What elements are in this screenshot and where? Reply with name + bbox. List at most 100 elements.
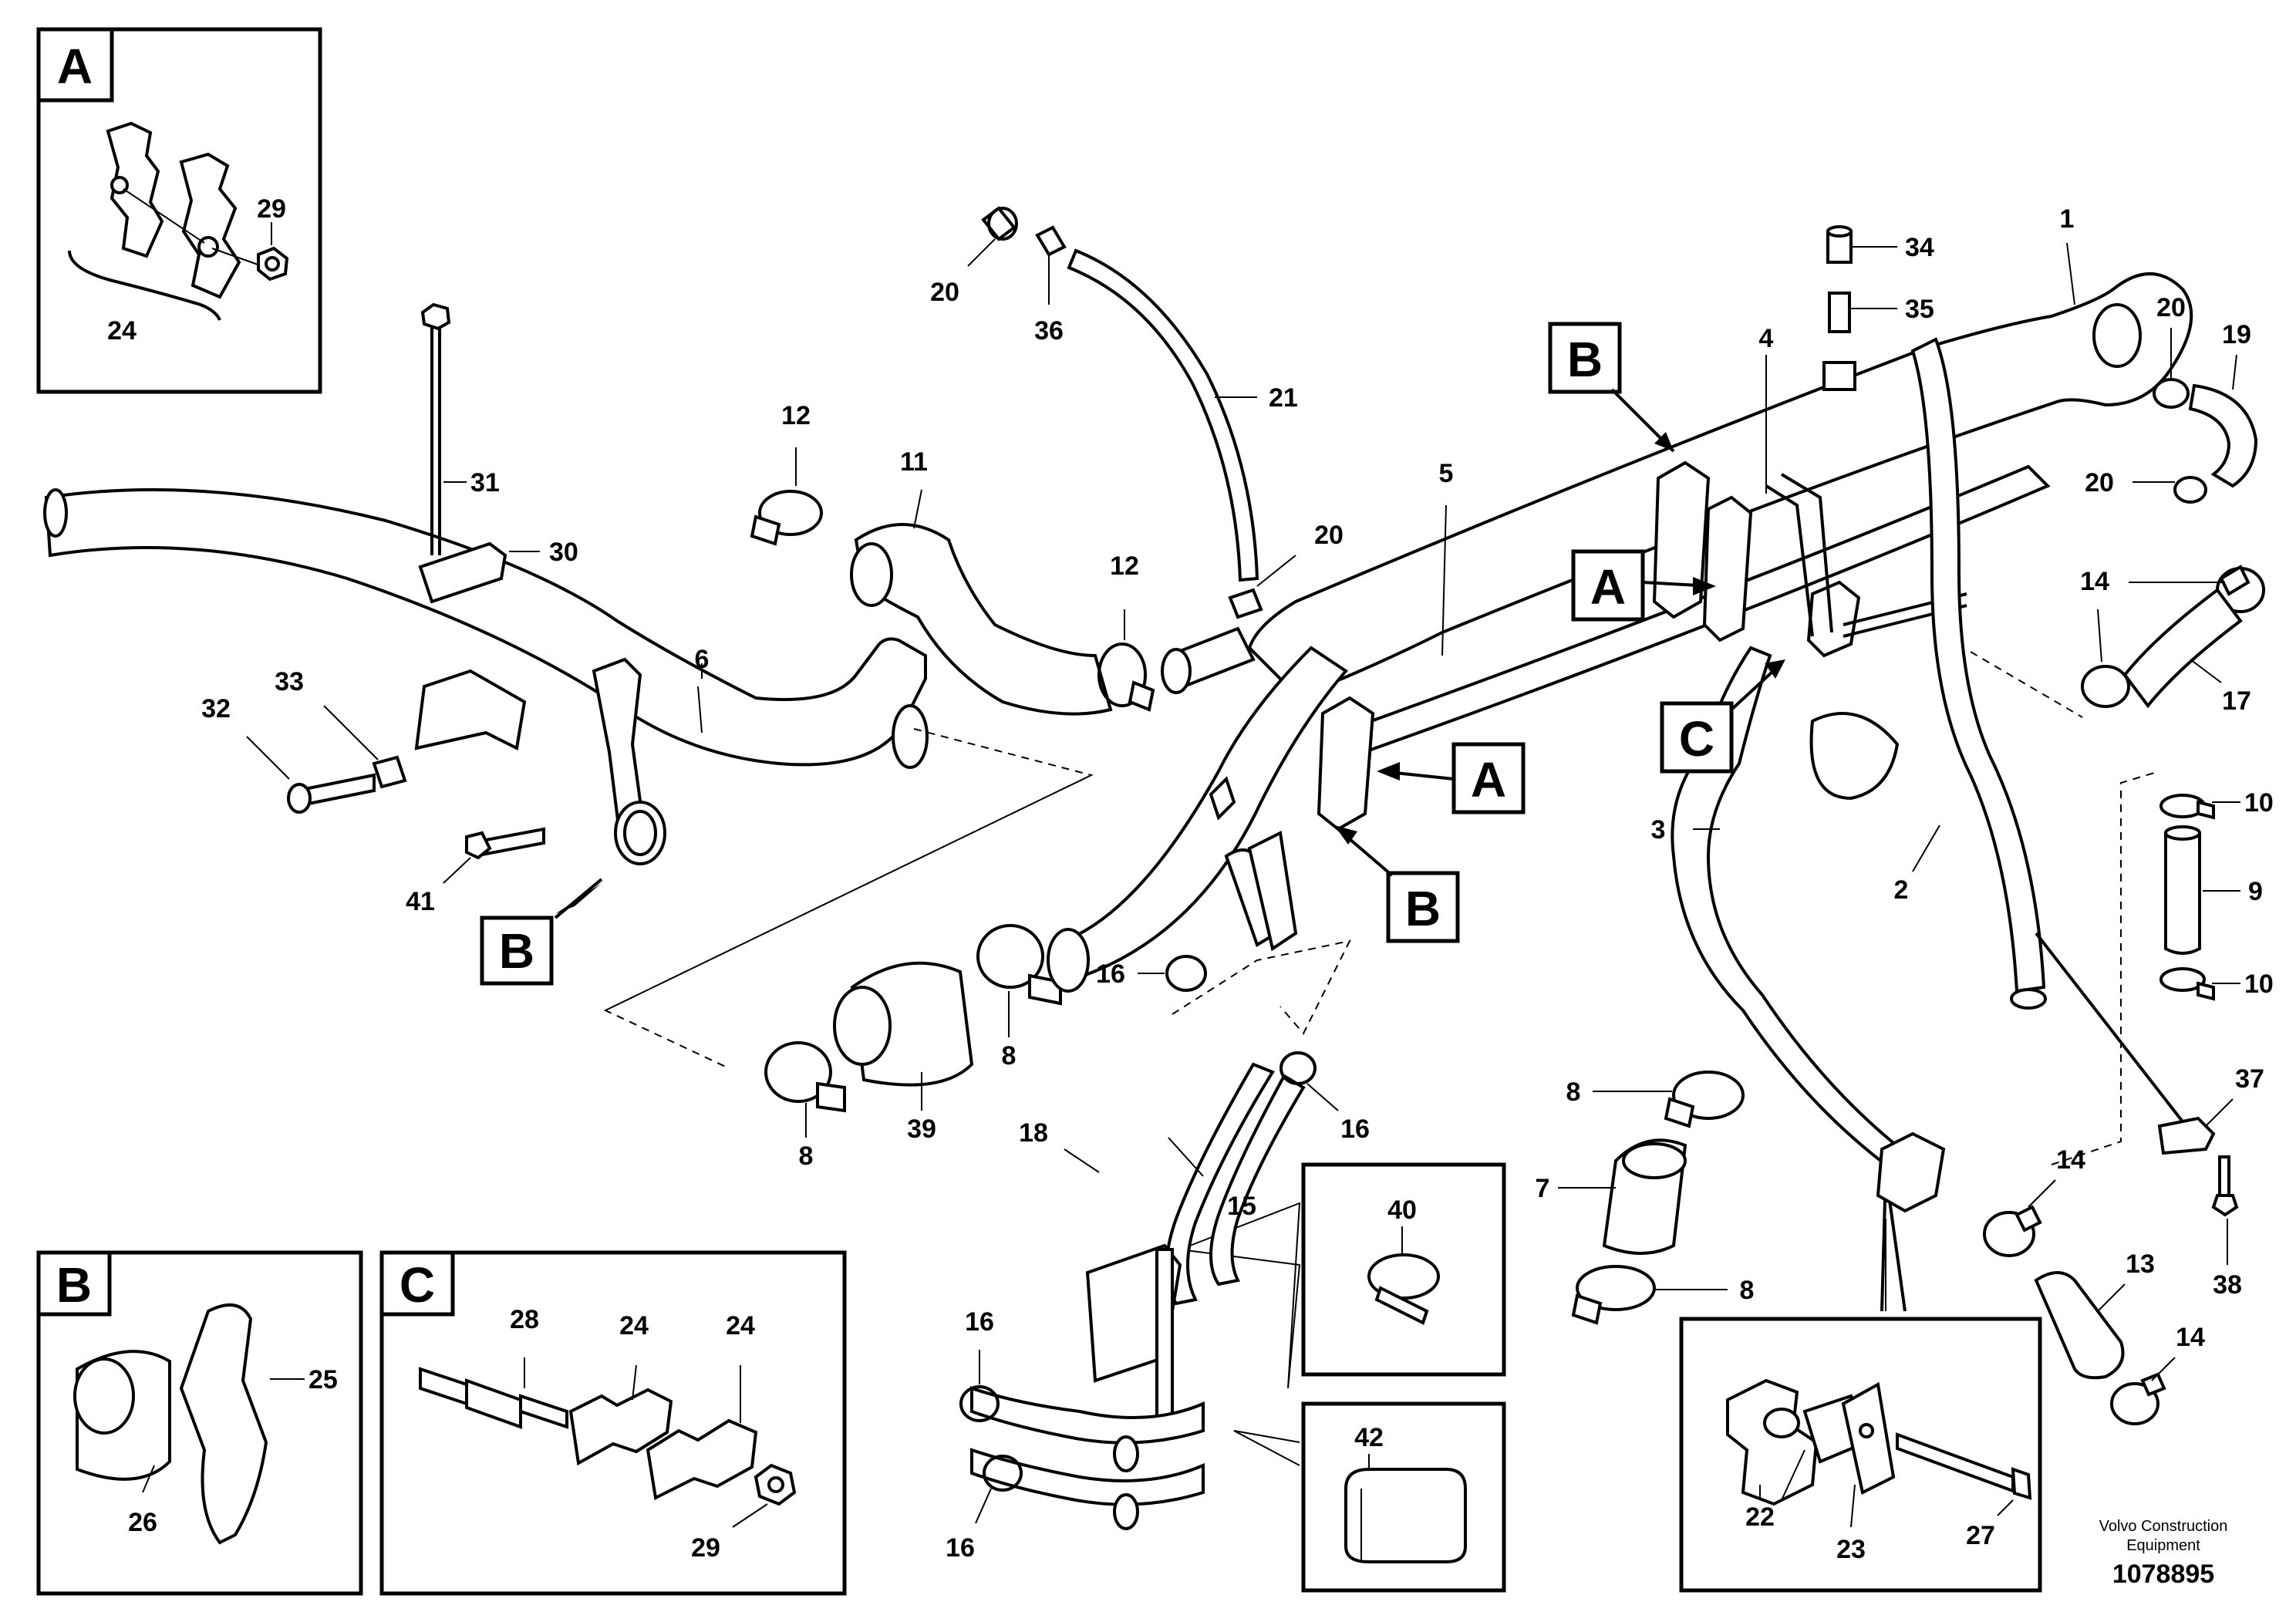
- hose-11-group: 12 11 12: [750, 401, 1256, 716]
- hose-lower-a-end: [1113, 1435, 1139, 1472]
- label-5: 5: [1439, 459, 1454, 488]
- leader: [1997, 1499, 2014, 1516]
- callout-b-left-line: [554, 878, 603, 919]
- callout-b-top-arrow: [1654, 432, 1674, 451]
- label-16b: 16: [1340, 1114, 1370, 1144]
- label-33: 33: [275, 667, 304, 696]
- clamp-22-bore: [1763, 1408, 1800, 1438]
- clamp-8-mid: [976, 924, 1044, 989]
- clamp-16-left: [1165, 955, 1207, 992]
- label-26: 26: [128, 1508, 157, 1537]
- callout-a-mid-arrow: [1693, 577, 1716, 595]
- clamp-12-left-screw: [750, 514, 781, 546]
- leader: [323, 705, 379, 760]
- label-14c: 14: [2176, 1323, 2205, 1352]
- label-27: 27: [1966, 1521, 1995, 1550]
- label-23: 23: [1836, 1535, 1866, 1564]
- label-28: 28: [510, 1305, 539, 1334]
- leader: [1781, 1449, 1805, 1501]
- clamp-14-bottom: [2081, 665, 2130, 708]
- leader: [913, 489, 922, 529]
- dashed-guide-16: [1172, 939, 1351, 1035]
- label-8b: 8: [1002, 1041, 1017, 1071]
- plate-23-hole: [1859, 1423, 1874, 1438]
- clamp-14-mid: [1983, 1211, 2035, 1257]
- hose-13-group: 14 13 14: [1983, 1145, 2205, 1425]
- label-2: 2: [1894, 875, 1909, 905]
- callout-b-top-box: [1548, 322, 1622, 394]
- callout-c-box: [1660, 701, 1734, 774]
- leader: [2097, 609, 2102, 663]
- brand-name-line2: Equipment: [2126, 1537, 2200, 1554]
- label-19: 19: [2222, 320, 2251, 349]
- label-8a: 8: [799, 1141, 814, 1171]
- label-31: 31: [470, 468, 500, 497]
- callout-b-top: B: [1548, 322, 1675, 453]
- hose-2-end: [2010, 988, 2047, 1010]
- clamp-8-left-screw: [816, 1081, 846, 1113]
- clamp-c: [1806, 580, 1861, 658]
- hose-fitting-b: [1247, 830, 1298, 952]
- clamp-20-right-top: [2153, 378, 2190, 409]
- bolt-41: [480, 827, 545, 857]
- callout-b-top-letter: B: [1567, 332, 1603, 387]
- hose-3-elbow: [1809, 712, 1900, 801]
- bolt-38: [2218, 1155, 2230, 1197]
- clamp-10-bottom: [2159, 967, 2206, 992]
- label-16c: 16: [965, 1307, 994, 1337]
- bolt-31-head: [420, 302, 451, 331]
- label-12b: 12: [1110, 551, 1139, 581]
- leader: [1912, 824, 1940, 872]
- clamp-16-right: [1279, 1051, 1317, 1085]
- label-10a: 10: [2244, 788, 2274, 818]
- callout-a-mid-letter: A: [1590, 559, 1626, 615]
- callout-c-arrow: [1765, 659, 1785, 679]
- bolt-38-head: [2211, 1194, 2239, 1217]
- leader: [2028, 1179, 2056, 1208]
- fitting-34-35: 34 35: [1822, 225, 1934, 391]
- leader: [697, 686, 703, 733]
- bolt-41-head: [465, 831, 492, 860]
- hose-1: [1247, 272, 2193, 688]
- bracket-strap: [1155, 1248, 1174, 1421]
- hose-9: [2164, 827, 2201, 955]
- clamp-30: [418, 541, 507, 604]
- clamp-half-right: [179, 152, 241, 299]
- leader: [732, 1503, 768, 1528]
- hose-5: [1347, 464, 2051, 758]
- callout-b-left: B: [480, 878, 603, 986]
- callout-b-lower-letter: B: [1405, 881, 1441, 936]
- clamp-14-top-screw: [2219, 565, 2250, 596]
- clamp-16-top: [1209, 776, 1236, 821]
- label-20a: 20: [930, 278, 959, 307]
- hose-lower-left: [1062, 646, 1348, 978]
- label-10b: 10: [2244, 969, 2274, 999]
- callout-b-left-box: [480, 916, 554, 986]
- inset-c: C 28 24 24 29: [379, 1250, 847, 1596]
- hose-19-group: 20 19 20: [2085, 293, 2258, 504]
- clamp-8-right-top-screw: [1664, 1097, 1695, 1128]
- bracket-37-group: 37 38: [2035, 932, 2264, 1300]
- label-25: 25: [308, 1365, 338, 1394]
- tube-to-bracket: [2035, 932, 2200, 1143]
- callout-a-mid-box: [1571, 549, 1645, 622]
- leader: [1256, 555, 1296, 587]
- leader: [1064, 1148, 1100, 1173]
- label-34: 34: [1905, 233, 1934, 262]
- label-38: 38: [2213, 1270, 2242, 1300]
- clamp-10-top-screw: [2197, 800, 2215, 820]
- label-29: 29: [257, 194, 286, 224]
- bolt-32-head: [287, 783, 312, 814]
- clamp-40-band: [1374, 1286, 1429, 1325]
- pipe-stub-end: [1161, 648, 1192, 694]
- hose-lower-a: [970, 1386, 1205, 1445]
- label-41: 41: [406, 887, 435, 916]
- clamp-b-left: [592, 657, 646, 848]
- label-20b: 20: [1314, 521, 1344, 550]
- sleeve-7-top: [1622, 1142, 1687, 1179]
- hose-6: [44, 488, 927, 767]
- stud-28-thread: [519, 1394, 568, 1429]
- clamp-20-mid: [1228, 588, 1263, 619]
- leader: [967, 238, 996, 267]
